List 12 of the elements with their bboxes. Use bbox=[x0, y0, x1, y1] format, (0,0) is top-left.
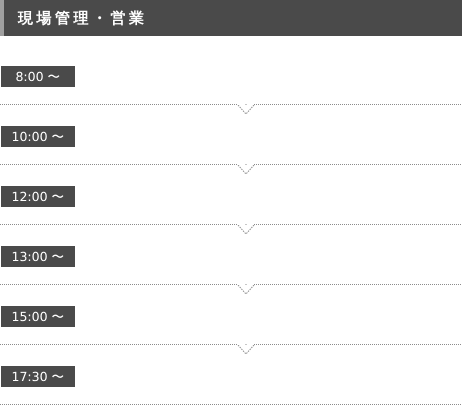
time-label: 15:00 〜 bbox=[1, 306, 75, 327]
chevron-arrow bbox=[238, 284, 254, 294]
chevron-arrow bbox=[238, 164, 254, 174]
time-label: 12:00 〜 bbox=[1, 186, 75, 207]
chevron-arrow bbox=[238, 224, 254, 234]
time-label: 13:00 〜 bbox=[1, 246, 75, 267]
time-label: 17:30 〜 bbox=[1, 366, 75, 387]
chevron-arrow bbox=[238, 344, 254, 354]
chevron-arrow bbox=[238, 104, 254, 114]
title-bar: 現場管理・営業 bbox=[0, 0, 462, 36]
time-label: 10:00 〜 bbox=[1, 126, 75, 147]
time-label: 8:00 〜 bbox=[1, 66, 75, 87]
